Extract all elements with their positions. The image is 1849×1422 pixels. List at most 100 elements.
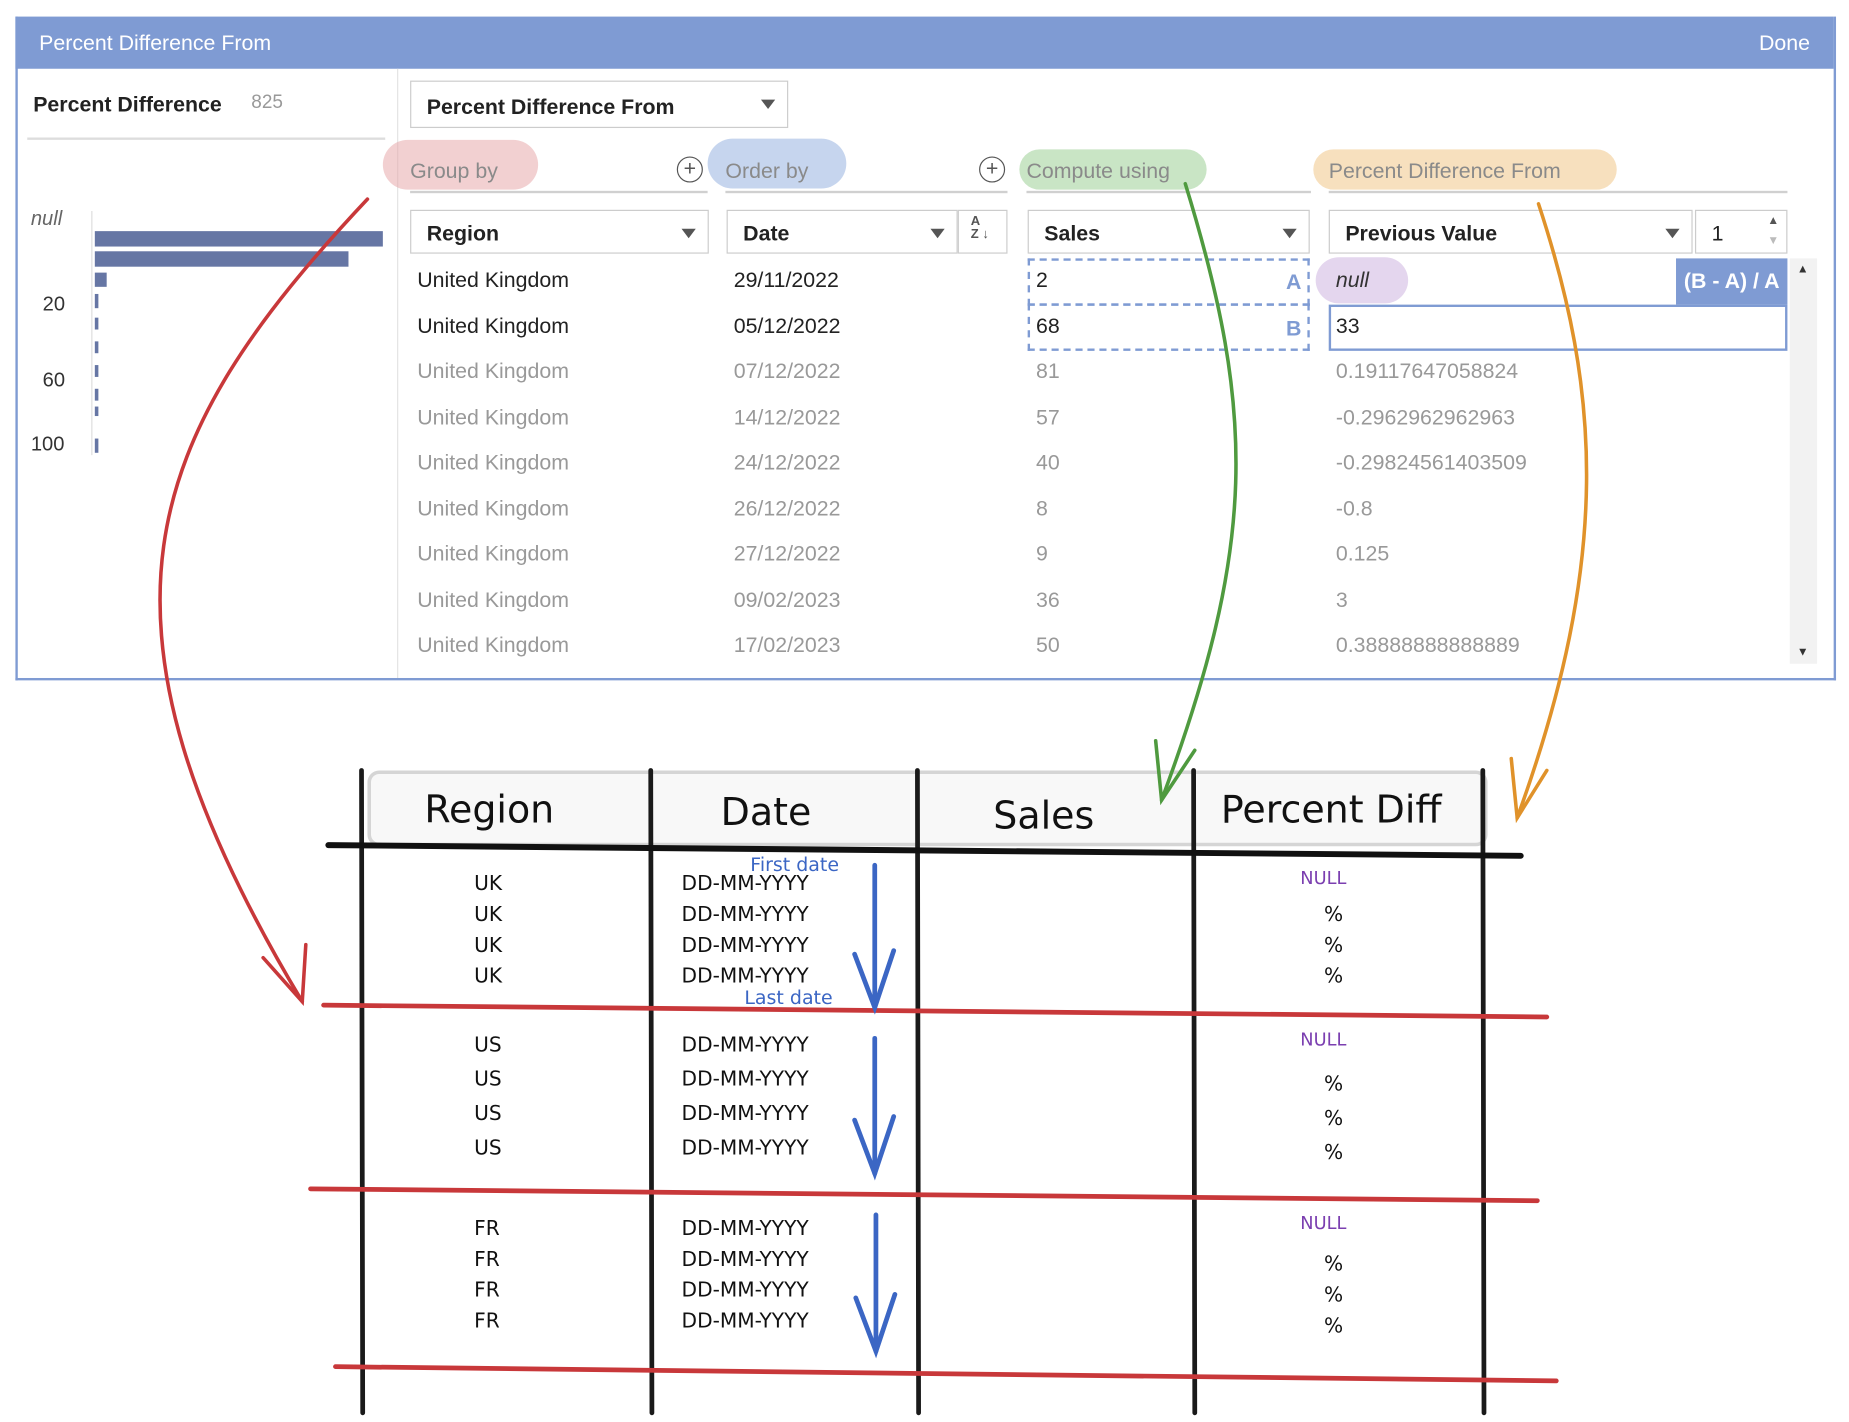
- histogram[interactable]: [94, 211, 385, 455]
- sketch-result: %: [1323, 903, 1344, 927]
- histogram-axis: [91, 210, 93, 456]
- sketch-header-percent-diff: Percent Diff: [1220, 787, 1442, 833]
- sketch-region: FR: [474, 1248, 500, 1272]
- sketch-date: DD-MM-YYYY: [681, 1217, 809, 1242]
- label-a: A: [1286, 270, 1302, 294]
- label-b: B: [1286, 316, 1302, 341]
- done-button[interactable]: Done: [1758, 30, 1810, 55]
- last-date-note: Last date: [744, 986, 833, 1009]
- add-group-by-plus-icon[interactable]: +: [676, 156, 703, 183]
- offset-value: 1: [1711, 221, 1724, 246]
- cell-region: United Kingdom: [417, 632, 570, 657]
- sketch-group-separator: [333, 1364, 1559, 1384]
- arrowhead-icon: [1153, 739, 1197, 806]
- relative-to-value: Previous Value: [1345, 221, 1498, 246]
- divider: [725, 190, 1008, 194]
- selected-result-cell: [1328, 304, 1788, 351]
- sketch-result: NULL: [1300, 1212, 1347, 1234]
- sketch-date: DD-MM-YYYY: [681, 1248, 809, 1272]
- panel-divider: [397, 68, 399, 678]
- sketch-header-sales: Sales: [993, 792, 1095, 839]
- sketch-date: DD-MM-YYYY: [681, 1067, 809, 1092]
- axis-label-null: null: [30, 207, 63, 230]
- cell-date: 24/12/2022: [733, 450, 841, 475]
- histogram-bar[interactable]: [94, 341, 99, 354]
- sketch-column-line: [1480, 768, 1487, 1416]
- histogram-bar[interactable]: [94, 365, 99, 377]
- arrowhead-icon: [852, 948, 897, 1015]
- sketch-region: US: [474, 1033, 502, 1058]
- compute-using-label: Compute using: [1026, 158, 1170, 183]
- cell-sales: 57: [1035, 404, 1060, 429]
- cell-sales: 40: [1035, 450, 1060, 475]
- chevron-down-icon: [681, 228, 696, 239]
- sketch-group-separator: [308, 1186, 1540, 1204]
- group-by-dropdown[interactable]: Region: [410, 209, 709, 254]
- sketch-date: DD-MM-YYYY: [681, 872, 809, 897]
- scroll-up-icon[interactable]: ▲: [1796, 263, 1809, 277]
- null-highlight: [1315, 257, 1409, 304]
- cell-region: United Kingdom: [417, 404, 570, 429]
- sketch-region: FR: [474, 1309, 500, 1334]
- arrowhead-icon: [1509, 756, 1549, 824]
- histogram-bar[interactable]: [94, 406, 99, 417]
- histogram-bar[interactable]: [94, 251, 349, 267]
- histogram-bar[interactable]: [94, 272, 107, 287]
- cell-result: null: [1335, 267, 1370, 292]
- calculation-type-dropdown[interactable]: Percent Difference From: [410, 80, 789, 129]
- sketch-column-line: [1191, 768, 1198, 1416]
- field-count: 825: [251, 92, 283, 113]
- sketch-result: NULL: [1300, 867, 1347, 889]
- sketch-header-date: Date: [720, 789, 812, 835]
- formula-badge: (B - A) / A: [1676, 258, 1788, 305]
- histogram-bar[interactable]: [94, 388, 99, 401]
- chevron-down-icon: [930, 228, 945, 239]
- histogram-bar[interactable]: [94, 438, 99, 453]
- percent-from-highlight: [1313, 149, 1617, 190]
- histogram-bar[interactable]: [94, 231, 383, 247]
- stepper-down-icon[interactable]: ▼: [1767, 234, 1780, 248]
- offset-stepper[interactable]: 1 ▲ ▼: [1694, 209, 1788, 254]
- group-by-highlight: [382, 139, 539, 190]
- cell-sales: 9: [1035, 541, 1048, 566]
- compute-using-dropdown[interactable]: Sales: [1027, 209, 1310, 254]
- field-name: Percent Difference: [33, 92, 222, 117]
- relative-to-dropdown[interactable]: Previous Value: [1328, 209, 1693, 254]
- order-by-dropdown[interactable]: Date: [726, 209, 958, 254]
- cell-result: -0.8: [1335, 496, 1373, 520]
- sketch-date: DD-MM-YYYY: [681, 964, 809, 989]
- scroll-down-icon[interactable]: ▼: [1796, 645, 1809, 660]
- cell-date: 14/12/2022: [733, 404, 841, 429]
- cell-sales: 81: [1035, 359, 1060, 383]
- dialog-title: Percent Difference From: [39, 30, 272, 55]
- sketch-date: DD-MM-YYYY: [681, 1309, 809, 1334]
- cell-result: -0.2962962962963: [1335, 404, 1515, 429]
- sketch-date: DD-MM-YYYY: [681, 1136, 809, 1161]
- cell-region: United Kingdom: [417, 450, 570, 475]
- axis-label-20: 20: [42, 292, 66, 316]
- sketch-header-box: [367, 770, 1488, 847]
- order-by-highlight: [707, 138, 847, 189]
- cell-result: 0.125: [1335, 541, 1390, 566]
- arrowhead-icon: [852, 1114, 897, 1181]
- cell-result: -0.29824561403509: [1335, 450, 1527, 475]
- cell-date: 17/02/2023: [733, 632, 841, 657]
- histogram-bar[interactable]: [94, 317, 99, 330]
- sketch-region: UK: [474, 872, 503, 897]
- order-by-label: Order by: [725, 158, 809, 183]
- sketch-date: DD-MM-YYYY: [681, 1278, 809, 1303]
- cell-region: United Kingdom: [417, 267, 570, 292]
- cell-date: 07/12/2022: [733, 359, 841, 383]
- cell-result: 0.19117647058824: [1335, 359, 1519, 383]
- histogram-bar[interactable]: [94, 293, 99, 309]
- green-arrow: [1159, 181, 1238, 802]
- sketch-result: NULL: [1300, 1028, 1347, 1051]
- sketch-region: US: [474, 1067, 502, 1092]
- stepper-up-icon[interactable]: ▲: [1767, 214, 1780, 228]
- compute-using-value: Sales: [1044, 221, 1101, 246]
- sketch-result: %: [1323, 1141, 1344, 1166]
- add-order-by-plus-icon[interactable]: +: [979, 156, 1006, 183]
- scrollbar[interactable]: ▲ ▼: [1789, 258, 1818, 664]
